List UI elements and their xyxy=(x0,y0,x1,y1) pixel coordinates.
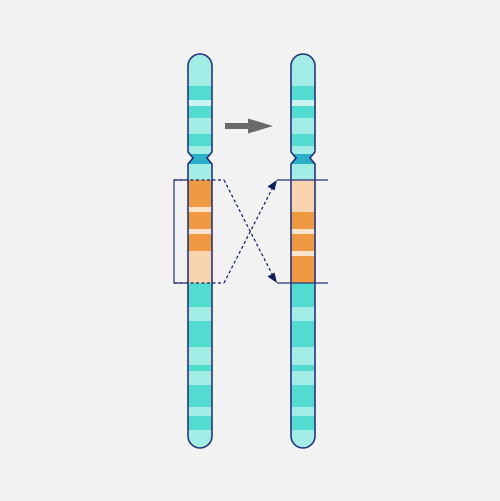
band xyxy=(291,365,315,371)
centromere-notch xyxy=(186,151,193,165)
band xyxy=(291,321,315,347)
centromere xyxy=(188,154,212,164)
centromere-outline xyxy=(290,151,316,165)
band xyxy=(188,106,212,118)
band xyxy=(291,146,315,154)
segment-band xyxy=(291,251,315,256)
band xyxy=(188,100,212,106)
dashed-connector-up xyxy=(223,188,273,284)
band xyxy=(188,86,212,100)
segment-band xyxy=(291,212,315,229)
inverted-chromosome-bands xyxy=(291,54,315,448)
centromere-notch xyxy=(289,151,296,165)
segment-band xyxy=(291,256,315,283)
band xyxy=(188,146,212,154)
segment-band xyxy=(188,207,212,212)
band xyxy=(291,86,315,100)
dashed-connector-down xyxy=(223,179,273,275)
band xyxy=(291,118,315,134)
original-chromosome xyxy=(186,53,214,449)
segment-band xyxy=(188,229,212,234)
band xyxy=(188,416,212,430)
centromere xyxy=(291,154,315,164)
band xyxy=(291,100,315,106)
band xyxy=(291,347,315,365)
segment-bracket-right xyxy=(277,179,328,284)
segment-band xyxy=(188,234,212,251)
band xyxy=(188,347,212,365)
band xyxy=(291,416,315,430)
inverted-chromosome xyxy=(289,53,317,449)
centromere-outline xyxy=(187,151,213,165)
inversion-connectors xyxy=(174,179,277,284)
band xyxy=(188,430,212,448)
band xyxy=(188,307,212,321)
band xyxy=(188,283,212,307)
band xyxy=(188,134,212,146)
band xyxy=(291,407,315,416)
segment-band xyxy=(291,180,315,212)
segment-band xyxy=(291,234,315,251)
segment-band xyxy=(291,229,315,234)
band xyxy=(188,321,212,347)
arrowhead-icon xyxy=(267,272,277,283)
arrowhead-icon xyxy=(267,180,277,191)
band xyxy=(188,385,212,407)
segment-band xyxy=(188,212,212,229)
band xyxy=(291,307,315,321)
band xyxy=(188,54,212,86)
band xyxy=(188,118,212,134)
band xyxy=(291,134,315,146)
band xyxy=(188,407,212,416)
band xyxy=(188,365,212,371)
original-chromosome-bands xyxy=(188,54,212,448)
band xyxy=(291,164,315,180)
centromere-notch xyxy=(310,151,317,165)
band xyxy=(291,430,315,448)
band xyxy=(188,371,212,385)
band xyxy=(291,106,315,118)
band xyxy=(291,283,315,307)
segment-bracket-left xyxy=(173,179,185,284)
centromere-notch xyxy=(207,151,214,165)
segment-band xyxy=(188,180,212,207)
inverted-chromosome-outline xyxy=(290,53,316,449)
band xyxy=(291,54,315,86)
original-chromosome-outline xyxy=(187,53,213,449)
band xyxy=(188,164,212,180)
band xyxy=(291,385,315,407)
segment-band xyxy=(188,251,212,283)
right-arrow-icon xyxy=(225,118,273,134)
band xyxy=(291,371,315,385)
